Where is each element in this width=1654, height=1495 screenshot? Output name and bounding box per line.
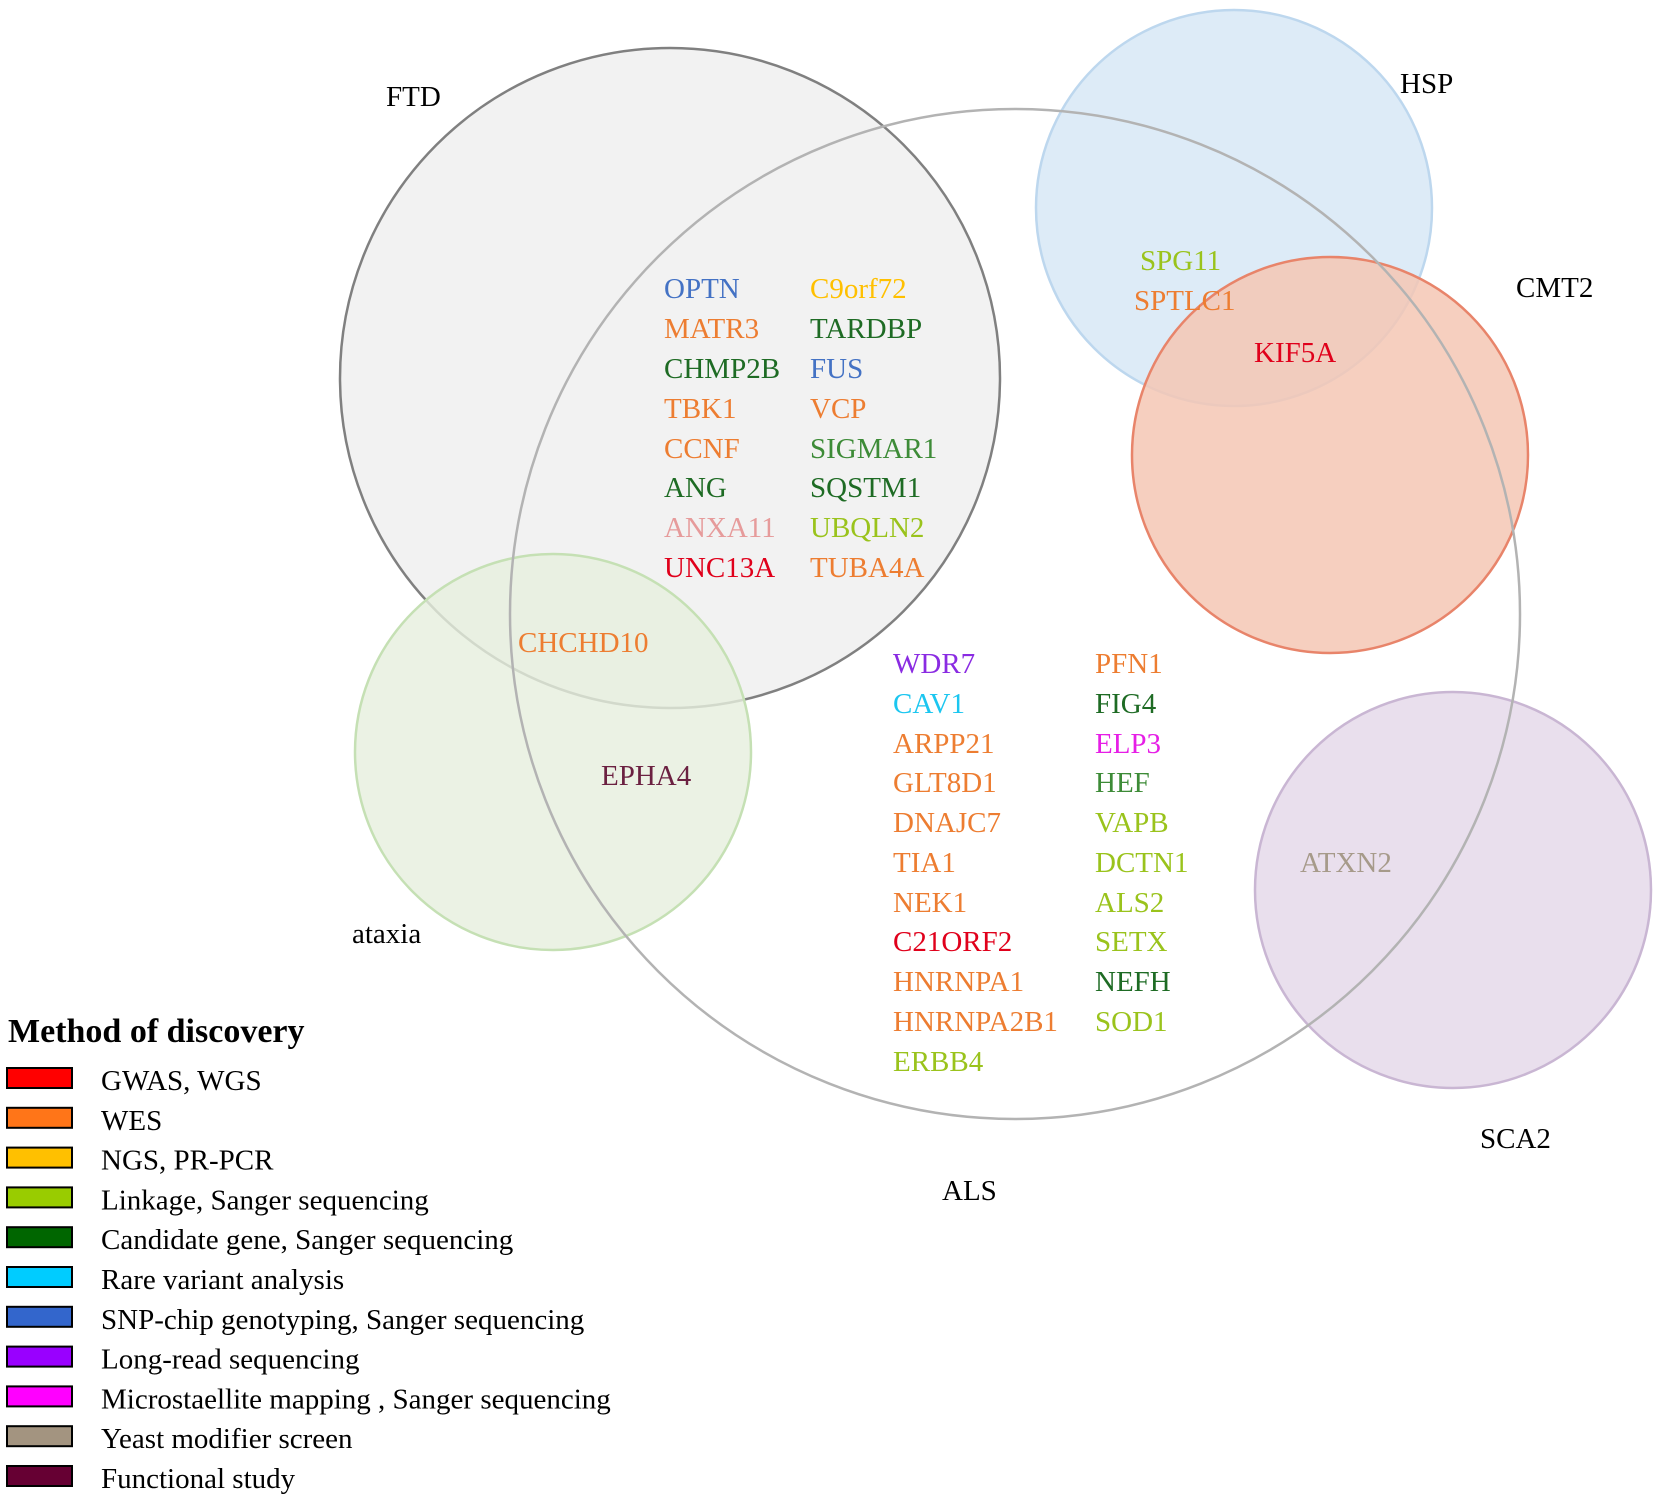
gene-ubqln2: UBQLN2 [810, 512, 924, 544]
gene-anxa11: ANXA11 [664, 512, 776, 544]
als-circle [508, 107, 1522, 1121]
gene-cav1: CAV1 [893, 688, 965, 720]
gene-c9orf72: C9orf72 [810, 273, 907, 305]
legend-swatch [6, 1226, 73, 1249]
legend-label: Rare variant analysis [101, 1264, 344, 1296]
legend-label: Linkage, Sanger sequencing [101, 1184, 429, 1216]
als-label: ALS [942, 1175, 997, 1207]
legend-title: Method of discovery [8, 1013, 305, 1050]
legend-swatch [6, 1067, 73, 1089]
gene-unc13a: UNC13A [664, 552, 775, 584]
gene-als2: ALS2 [1095, 887, 1164, 919]
gene-epha4: EPHA4 [601, 760, 692, 792]
legend-swatch [6, 1266, 73, 1288]
legend-label: NGS, PR-PCR [101, 1145, 274, 1177]
gene-dctn1: DCTN1 [1095, 847, 1188, 879]
ataxia-circle [353, 552, 753, 952]
gene-hnrnpa2b1: HNRNPA2B1 [893, 1006, 1058, 1038]
gene-pfn1: PFN1 [1095, 648, 1163, 680]
sca2-circle [1253, 690, 1653, 1090]
legend-label: Yeast modifier screen [101, 1423, 353, 1455]
sca2-label: SCA2 [1480, 1123, 1551, 1155]
cmt2-circle [1130, 255, 1530, 655]
gene-sod1: SOD1 [1095, 1006, 1168, 1038]
gene-tia1: TIA1 [893, 847, 956, 879]
gene-chchd10: CHCHD10 [518, 627, 649, 659]
hsp-label: HSP [1400, 68, 1453, 100]
legend-label: WES [101, 1105, 162, 1137]
gene-glt8d1: GLT8D1 [893, 767, 997, 799]
legend-swatch [6, 1146, 73, 1169]
legend-swatch [6, 1385, 73, 1408]
gene-elp3: ELP3 [1095, 728, 1161, 760]
gene-tardbp: TARDBP [810, 313, 922, 345]
legend-label: Microstaellite mapping , Sanger sequenci… [101, 1383, 611, 1415]
gene-atxn2: ATXN2 [1300, 847, 1392, 879]
gene-kif5a: KIF5A [1254, 337, 1336, 369]
legend-swatch [6, 1106, 73, 1129]
legend-label: Candidate gene, Sanger sequencing [101, 1224, 513, 1256]
gene-nek1: NEK1 [893, 887, 967, 919]
ftd-label: FTD [386, 81, 441, 113]
gene-tbk1: TBK1 [664, 393, 737, 425]
gene-dnajc7: DNAJC7 [893, 807, 1001, 839]
cmt2-label: CMT2 [1516, 272, 1593, 304]
gene-arpp21: ARPP21 [893, 728, 995, 760]
gene-matr3: MATR3 [664, 313, 759, 345]
gene-vapb: VAPB [1095, 807, 1169, 839]
ataxia-label: ataxia [352, 918, 421, 950]
gene-setx: SETX [1095, 926, 1168, 958]
legend-items: GWAS, WGS WES NGS, PR-PCR Linkage, Sanger s… [6, 1065, 611, 1495]
gene-nefh: NEFH [1095, 966, 1171, 998]
gene-optn: OPTN [664, 273, 740, 305]
gene-chmp2b: CHMP2B [664, 353, 780, 385]
legend-swatch [6, 1186, 73, 1209]
gene-ccnf: CCNF [664, 433, 740, 465]
legend-label: GWAS, WGS [101, 1065, 262, 1097]
legend-swatch [6, 1345, 73, 1368]
gene-ang: ANG [664, 472, 727, 504]
legend-label: SNP-chip genotyping, Sanger sequencing [101, 1304, 584, 1336]
legend-label: Long-read sequencing [101, 1344, 359, 1376]
gene-sqstm1: SQSTM1 [810, 472, 921, 504]
gene-fig4: FIG4 [1095, 688, 1157, 720]
gene-sptlc1: SPTLC1 [1134, 285, 1236, 317]
gene-sigmar1: SIGMAR1 [810, 433, 937, 465]
gene-c21orf2: C21ORF2 [893, 926, 1012, 958]
gene-fus: FUS [810, 353, 863, 385]
gene-hnrnpa1: HNRNPA1 [893, 966, 1024, 998]
legend-swatch [6, 1465, 73, 1487]
gene-erbb4: ERBB4 [893, 1046, 984, 1078]
gene-wdr7: WDR7 [893, 648, 975, 680]
gene-vcp: VCP [810, 393, 866, 425]
legend-swatch [6, 1425, 73, 1448]
gene-hef: HEF [1095, 767, 1150, 799]
legend: Method of discovery GWAS, WGS WES NGS, PR-… [6, 1013, 611, 1495]
gene-spg11: SPG11 [1140, 245, 1221, 277]
gene-tuba4a: TUBA4A [810, 552, 924, 584]
legend-label: Functional study [101, 1463, 296, 1495]
legend-swatch [6, 1305, 73, 1328]
